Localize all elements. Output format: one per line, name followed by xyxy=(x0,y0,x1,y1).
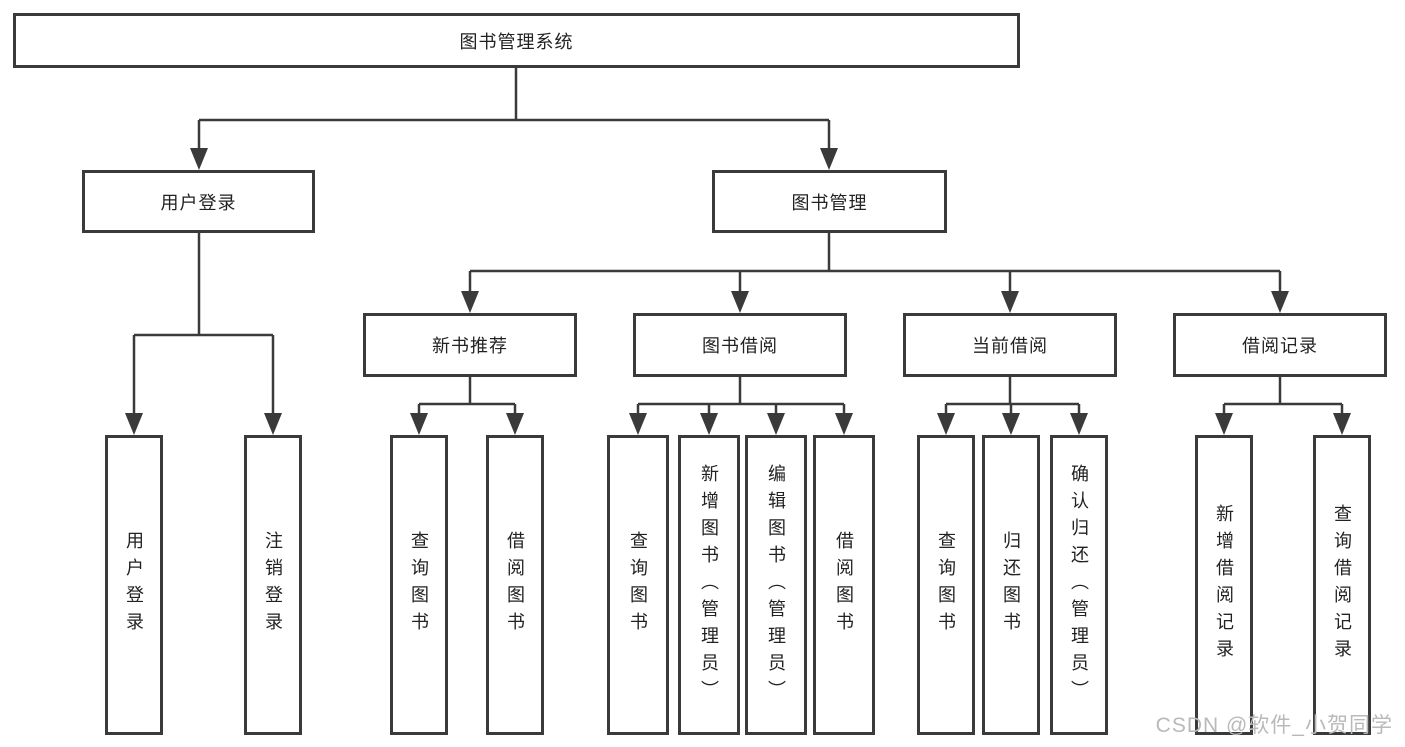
arrow-icon xyxy=(937,413,955,435)
arrow-icon xyxy=(1271,291,1289,313)
leaf-borrow-query-books: 查询图书 xyxy=(607,435,669,735)
leaf-borrow-add-books-admin: 新增图书（管理员） xyxy=(678,435,740,735)
connector-records-to-leaves xyxy=(1222,377,1344,419)
leaf-borrow-edit-books-admin-label: 编辑图书（管理员） xyxy=(766,463,786,707)
leaf-newrec-borrow-books: 借阅图书 xyxy=(486,435,544,735)
arrow-icon xyxy=(820,148,838,170)
arrowheads xyxy=(125,148,1351,435)
arrow-icon xyxy=(767,413,785,435)
leaf-records-add-record: 新增借阅记录 xyxy=(1195,435,1253,735)
node-root-label: 图书管理系统 xyxy=(459,31,574,52)
leaf-logout: 注销登录 xyxy=(244,435,302,735)
arrow-icon xyxy=(190,148,208,170)
leaf-current-query-books: 查询图书 xyxy=(917,435,975,735)
node-book-management-branch-label: 图书管理 xyxy=(791,192,868,213)
leaf-current-query-books-label: 查询图书 xyxy=(936,531,956,639)
leaf-logout-label: 注销登录 xyxy=(263,531,283,639)
leaf-user-login-label: 用户登录 xyxy=(124,531,144,639)
connector-bookmgmt-to-level3 xyxy=(468,233,1282,295)
arrow-icon xyxy=(700,413,718,435)
leaf-current-return-books-label: 归还图书 xyxy=(1001,531,1021,639)
arrow-icon xyxy=(731,291,749,313)
leaf-current-confirm-return-admin-label: 确认归还（管理员） xyxy=(1069,463,1089,707)
leaf-current-return-books: 归还图书 xyxy=(982,435,1040,735)
connector-root-to-level2 xyxy=(197,67,831,152)
leaf-user-login: 用户登录 xyxy=(105,435,163,735)
arrow-icon xyxy=(410,413,428,435)
connector-userlogin-to-leaves xyxy=(132,233,275,419)
leaf-newrec-borrow-books-label: 借阅图书 xyxy=(505,531,525,639)
connector-newrec-to-leaves xyxy=(417,377,517,419)
node-current-borrowing: 当前借阅 xyxy=(903,313,1117,377)
node-book-borrowing: 图书借阅 xyxy=(633,313,847,377)
arrow-icon xyxy=(1002,413,1020,435)
leaf-records-query-record-label: 查询借阅记录 xyxy=(1332,504,1352,666)
connector-borrow-to-leaves xyxy=(636,377,846,419)
arrow-icon xyxy=(264,413,282,435)
leaf-newrec-query-books: 查询图书 xyxy=(390,435,448,735)
arrow-icon xyxy=(125,413,143,435)
leaf-borrow-add-books-admin-label: 新增图书（管理员） xyxy=(699,463,719,707)
arrow-icon xyxy=(1070,413,1088,435)
node-user-login-branch: 用户登录 xyxy=(82,170,315,233)
leaf-borrow-query-books-label: 查询图书 xyxy=(628,531,648,639)
leaf-borrow-borrow-books-label: 借阅图书 xyxy=(834,531,854,639)
node-new-book-recommend-label: 新书推荐 xyxy=(432,336,508,356)
leaf-records-query-record: 查询借阅记录 xyxy=(1313,435,1371,735)
node-current-borrowing-label: 当前借阅 xyxy=(972,336,1048,356)
node-book-management-branch: 图书管理 xyxy=(712,170,947,233)
node-borrowing-records: 借阅记录 xyxy=(1173,313,1387,377)
node-new-book-recommend: 新书推荐 xyxy=(363,313,577,377)
leaf-current-confirm-return-admin: 确认归还（管理员） xyxy=(1050,435,1108,735)
node-user-login-branch-label: 用户登录 xyxy=(160,192,237,213)
arrow-icon xyxy=(835,413,853,435)
leaf-borrow-borrow-books: 借阅图书 xyxy=(813,435,875,735)
node-book-borrowing-label: 图书借阅 xyxy=(702,336,778,356)
arrow-icon xyxy=(461,291,479,313)
leaf-borrow-edit-books-admin: 编辑图书（管理员） xyxy=(745,435,807,735)
leaf-newrec-query-books-label: 查询图书 xyxy=(409,531,429,639)
arrow-icon xyxy=(506,413,524,435)
leaf-records-add-record-label: 新增借阅记录 xyxy=(1214,504,1234,666)
csdn-watermark: CSDN @软件_小贺同学 xyxy=(1155,714,1393,737)
arrow-icon xyxy=(1215,413,1233,435)
node-borrowing-records-label: 借阅记录 xyxy=(1242,336,1318,356)
arrow-icon xyxy=(629,413,647,435)
arrow-icon xyxy=(1333,413,1351,435)
node-root: 图书管理系统 xyxy=(13,13,1020,68)
connector-current-to-leaves xyxy=(944,377,1081,419)
arrow-icon xyxy=(1001,291,1019,313)
